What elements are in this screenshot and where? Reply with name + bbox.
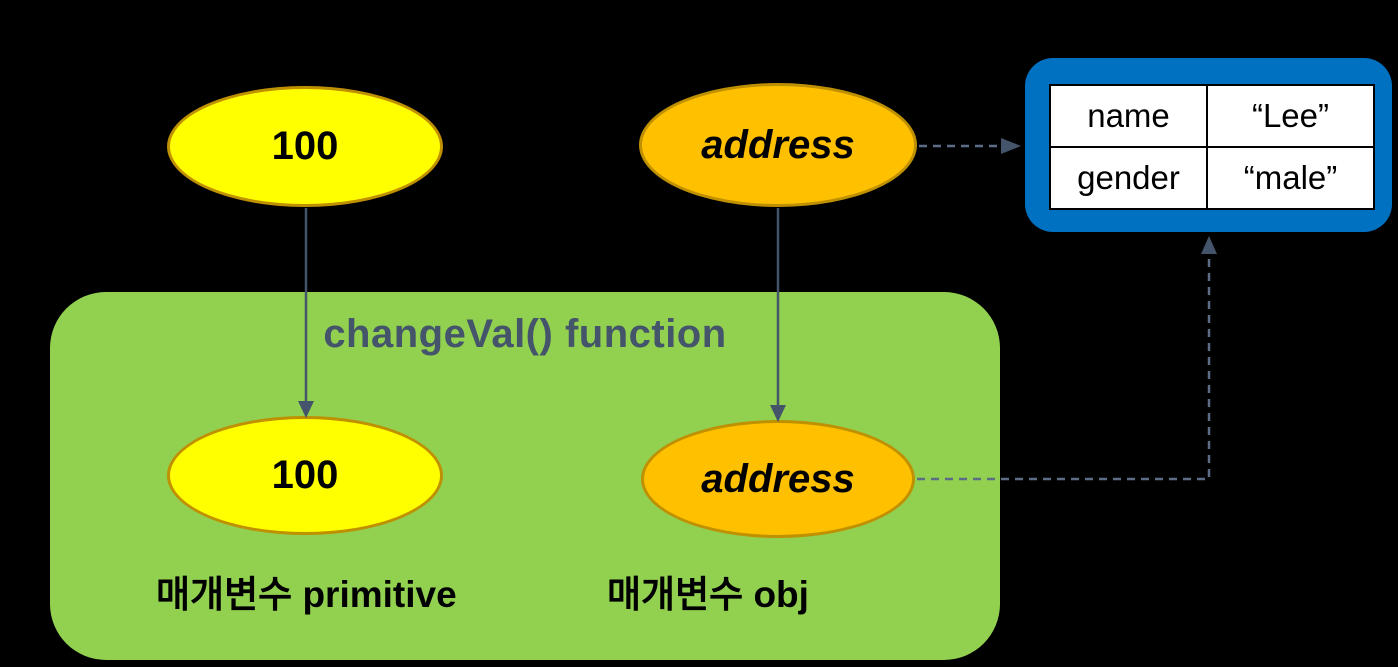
object-fields-table: name “Lee” gender “male” xyxy=(1049,84,1375,210)
heap-object-box: name “Lee” gender “male” xyxy=(1025,58,1392,232)
param-primitive-value: 100 xyxy=(271,453,339,497)
table-row: gender “male” xyxy=(1049,146,1375,210)
field-key: gender xyxy=(1049,146,1208,210)
top-reference-value: address xyxy=(701,122,855,167)
table-row: name “Lee” xyxy=(1049,84,1375,148)
param-obj-label: 매개변수 obj xyxy=(607,574,809,615)
param-obj-value: address xyxy=(701,456,855,501)
arrow-address-to-object-dashed xyxy=(919,138,1021,154)
field-key: name xyxy=(1049,84,1208,148)
top-reference-ellipse: address xyxy=(639,83,917,207)
param-primitive-label: 매개변수 primitive xyxy=(156,574,457,615)
function-scope-box: changeVal() function 100 address 매개변수 pr… xyxy=(50,292,1000,660)
field-value: “male” xyxy=(1206,146,1375,210)
function-title: changeVal() function xyxy=(323,312,727,356)
top-primitive-ellipse: 100 xyxy=(167,86,443,207)
param-obj-ellipse: address xyxy=(641,420,915,538)
top-primitive-value: 100 xyxy=(271,124,339,168)
param-primitive-ellipse: 100 xyxy=(167,416,443,535)
field-value: “Lee” xyxy=(1206,84,1375,148)
